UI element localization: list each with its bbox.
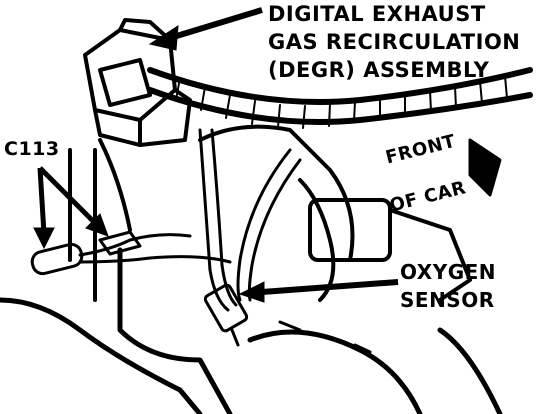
c113-connector-body: [30, 230, 232, 276]
oxygen-sensor-body: [203, 283, 372, 354]
harness-wrap-bands: [175, 75, 508, 129]
front-arrow: [468, 138, 502, 197]
connector-label: C113: [4, 138, 60, 160]
engine-block-outline: [0, 247, 503, 414]
sensor-wires: [198, 128, 302, 312]
degr-valve-assembly: [83, 18, 192, 147]
degr-label-line2: GAS RECIRCULATION: [268, 30, 521, 54]
wire-harness: [147, 67, 533, 125]
degr-label-line1: DIGITAL EXHAUST: [268, 2, 486, 26]
sensor-label-line2: SENSOR: [400, 288, 495, 312]
sensor-label-line1: OXYGEN: [400, 260, 497, 284]
degr-label-line3: (DEGR) ASSEMBLY: [268, 58, 490, 82]
leader-arrows: [33, 7, 399, 303]
